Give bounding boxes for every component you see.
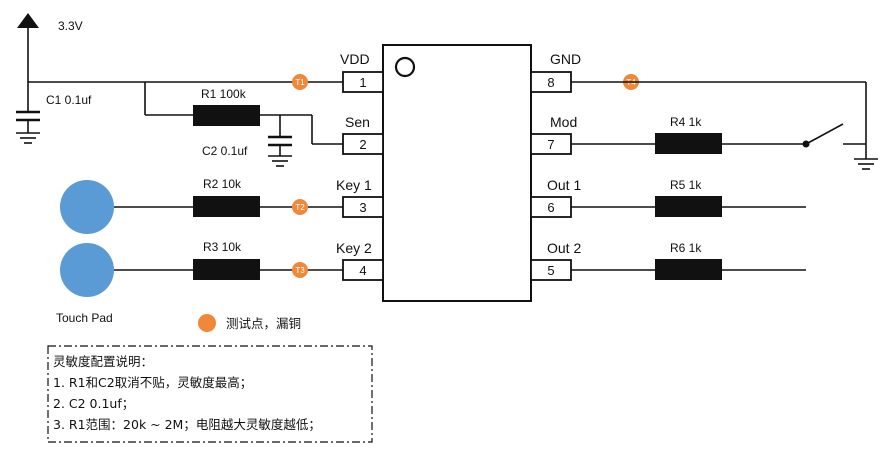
ground-icon [16, 132, 40, 144]
r5-label: R5 1k [670, 178, 702, 192]
resistor-r6 [655, 259, 722, 280]
notes-line-1: 1. R1和C2取消不贴，灵敏度最高； [53, 375, 252, 390]
svg-text:2: 2 [359, 137, 366, 152]
svg-text:4: 4 [359, 263, 366, 278]
touch-pad-1 [60, 180, 114, 234]
supply-label: 3.3V [58, 19, 83, 33]
chip-body [382, 44, 532, 302]
svg-text:1: 1 [359, 75, 366, 90]
svg-text:6: 6 [547, 200, 554, 215]
pin-8: 8 GND [530, 51, 581, 93]
notes-box [47, 345, 373, 443]
capacitor-c2 [268, 135, 292, 156]
pin-3: 3 Key 1 [336, 177, 384, 218]
notes-title: 灵敏度配置说明： [53, 354, 153, 369]
svg-text:Out 1: Out 1 [547, 177, 581, 193]
ground-icon [854, 158, 878, 170]
svg-text:T1: T1 [295, 78, 305, 87]
resistor-r3 [193, 259, 260, 280]
ground-icon [268, 155, 292, 167]
svg-text:GND: GND [550, 51, 581, 67]
touch-pad-2 [60, 243, 114, 297]
test-point-t3: T3 [292, 262, 308, 278]
resistor-r2 [193, 196, 260, 217]
svg-text:Key 1: Key 1 [336, 177, 372, 193]
c2-label: C2 0.1uf [202, 144, 248, 158]
test-point-t2: T2 [292, 199, 308, 215]
pin-5: 5 Out 2 [530, 240, 581, 281]
svg-text:T2: T2 [295, 203, 305, 212]
r6-label: R6 1k [670, 241, 702, 255]
resistor-r1 [193, 105, 260, 126]
supply-arrow-icon [17, 13, 39, 28]
r4-label: R4 1k [670, 115, 702, 129]
svg-text:Out 2: Out 2 [547, 240, 581, 256]
notes-line-3: 3. R1范围：20k ~ 2M；电阻越大灵敏度越低； [53, 417, 321, 432]
switch-lever-icon [807, 123, 844, 144]
svg-text:T3: T3 [295, 266, 305, 275]
svg-text:3: 3 [359, 200, 366, 215]
resistor-r5 [655, 196, 722, 217]
pin-1: 1 VDD [340, 51, 384, 93]
switch-contact-icon [802, 140, 810, 148]
svg-text:Key 2: Key 2 [336, 240, 372, 256]
capacitor-c1 [16, 110, 40, 133]
c1-label: C1 0.1uf [46, 93, 92, 107]
touch-pad-label: Touch Pad [56, 311, 113, 325]
pin-7: 7 Mod [530, 114, 577, 155]
test-point-t1: T1 [292, 74, 308, 90]
svg-text:8: 8 [547, 75, 554, 90]
svg-text:VDD: VDD [340, 51, 370, 67]
svg-text:Mod: Mod [550, 114, 577, 130]
svg-text:5: 5 [547, 263, 554, 278]
legend-test-point-icon [198, 314, 216, 332]
r3-label: R3 10k [203, 240, 242, 254]
r1-label: R1 100k [201, 87, 247, 101]
legend-text: 测试点，漏铜 [226, 316, 301, 331]
pin-2: 2 Sen [342, 114, 384, 155]
svg-text:Sen: Sen [345, 114, 370, 130]
chip-pin1-marker [394, 56, 416, 78]
notes-line-2: 2. C2 0.1uf； [53, 396, 134, 411]
pin-4: 4 Key 2 [336, 240, 384, 281]
r2-label: R2 10k [203, 177, 242, 191]
resistor-r4 [655, 133, 722, 154]
pin-6: 6 Out 1 [530, 177, 581, 218]
svg-text:7: 7 [547, 137, 554, 152]
